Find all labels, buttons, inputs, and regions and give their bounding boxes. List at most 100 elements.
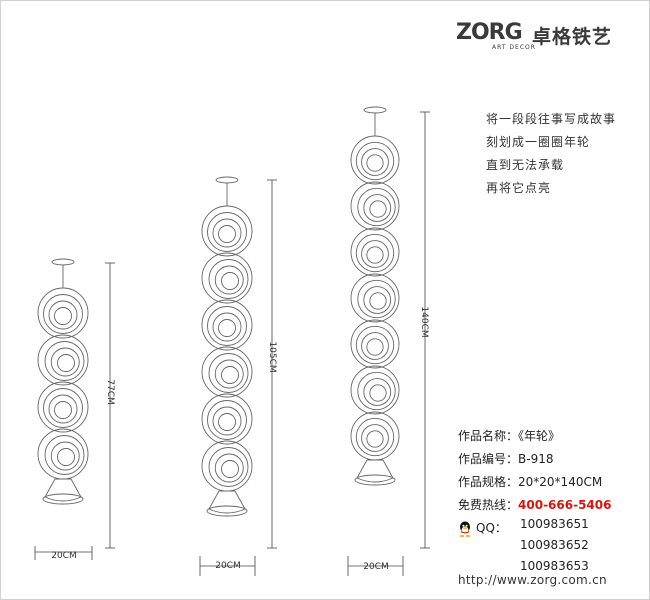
qq-number-suffix: 653 <box>565 559 589 573</box>
product-spec-label: 作品规格： <box>458 475 519 489</box>
large-stand-ring-inner <box>363 194 392 222</box>
qq-number-suffix: 651 <box>565 517 589 531</box>
website-link[interactable]: http://www.zorg.com.cn <box>458 573 607 587</box>
large-stand-ring-inner <box>363 378 392 406</box>
small-stand-ring-inner <box>48 300 78 330</box>
qq-label: QQ： <box>476 521 507 535</box>
medium-stand-ring-inner <box>212 312 242 342</box>
qq-number[interactable]: 100983651 <box>520 514 589 535</box>
medium-stand-ring-core <box>221 272 239 290</box>
qq-row: QQ： <box>458 517 611 540</box>
medium-stand-base-foot <box>206 505 248 517</box>
large-stand-ring-inner <box>355 141 395 181</box>
qq-number-prefix: 100983 <box>520 517 566 531</box>
large-stand-ring-core <box>366 430 384 448</box>
small-height-label: 77CM <box>105 379 115 405</box>
poem-line: 再将它点亮 <box>486 181 552 195</box>
large-stand-ring-inner <box>355 417 395 457</box>
medium-stand-ring-inner <box>207 400 247 440</box>
large-stand-ring-inner <box>355 325 395 365</box>
large-stand-ring <box>350 319 400 369</box>
medium-stand-ring-inner <box>208 259 249 299</box>
large-stand-ring-inner <box>361 240 389 268</box>
large-stand-ring-core <box>369 384 387 402</box>
small-stand-ring-inner <box>48 394 78 424</box>
medium-stand-ring-inner <box>207 212 247 252</box>
small-stand-ring-inner <box>44 341 85 381</box>
large-stand-ring <box>350 181 400 231</box>
logo-wordmark: ZORG <box>456 20 523 45</box>
qq-number[interactable]: 100983653 <box>520 556 589 577</box>
large-stand-ring <box>350 411 400 461</box>
product-name-row: 作品名称：《年轮》 <box>458 425 611 448</box>
large-stand-ring <box>350 273 400 323</box>
hotline-number[interactable]: 400-666-5406 <box>518 498 612 512</box>
large-stand-ring-inner <box>357 279 396 319</box>
dimension-lines <box>34 111 430 576</box>
logo-subtitle: ART DECOR <box>492 44 536 51</box>
medium-stand-ring-inner <box>208 353 249 393</box>
medium-stand-ring <box>201 393 253 445</box>
medium-stand-base <box>208 490 246 514</box>
product-code-value: B-918 <box>518 452 554 466</box>
small-stand-ring <box>37 381 89 433</box>
medium-stand-ring-inner <box>207 306 247 346</box>
small-stand-ring-core <box>54 307 72 325</box>
large-stand-base-foot <box>354 474 396 486</box>
product-spec-row: 作品规格：20*20*140CM <box>458 471 611 494</box>
medium-stand-ring <box>201 346 253 398</box>
medium-stand-ring-inner <box>212 218 242 248</box>
small-stand-base-foot <box>42 493 84 505</box>
large-stand-ring-inner <box>361 332 389 360</box>
logo-chinese-name: 卓格铁艺 <box>532 26 613 48</box>
large-stand-ring-inner <box>357 187 396 227</box>
product-info: 作品名称：《年轮》 作品编号：B-918 作品规格：20*20*140CM 免费… <box>458 425 611 540</box>
product-name-label: 作品名称： <box>458 429 519 443</box>
hotline-row: 免费热线：400-666-5406 <box>458 494 611 517</box>
small-stand-ring-inner <box>43 388 83 428</box>
large-stand-ring-inner <box>357 371 396 411</box>
large-width-label: 20CM <box>363 562 389 572</box>
medium-stand-ring-inner <box>212 406 242 436</box>
large-stand-ring-inner <box>363 286 392 314</box>
medium-stand-ring-core <box>218 225 236 243</box>
small-width-label: 20CM <box>51 551 77 561</box>
qq-number[interactable]: 100983652 <box>520 535 589 556</box>
large-stand-candle-cup <box>363 106 387 114</box>
large-stand-ring-core <box>366 246 384 264</box>
medium-stand-ring-core <box>221 460 239 478</box>
large-stand-ring <box>350 365 400 415</box>
medium-stand-ring <box>201 252 253 304</box>
small-stand-base <box>44 478 82 502</box>
small-stand-ring <box>37 428 89 480</box>
poem-line: 将一段段往事写成故事 <box>486 112 617 126</box>
qq-number-prefix: 100983 <box>520 559 566 573</box>
large-stand-ring-core <box>369 292 387 310</box>
medium-stand-ring-core <box>218 319 236 337</box>
poem-line: 直到无法承载 <box>486 158 565 172</box>
product-spec-value: 20*20*140CM <box>518 475 603 489</box>
large-stand-base <box>356 459 394 483</box>
small-stand-ring-inner <box>50 347 80 377</box>
poem-block: 将一段段往事写成故事 刻划成一圈圈年轮 直到无法承载 再将它点亮 <box>486 108 616 200</box>
small-stand-ring-inner <box>44 435 85 475</box>
large-height-label: 140CM <box>419 306 429 337</box>
medium-stand-ring-inner <box>214 359 244 389</box>
qq-number-list: 100983651 100983652 100983653 <box>520 514 589 577</box>
medium-stand-ring-core <box>218 413 236 431</box>
large-stand-ring-inner <box>361 424 389 452</box>
medium-stand-ring-inner <box>214 265 244 295</box>
product-name-value: 《年轮》 <box>518 429 561 443</box>
hotline-label: 免费热线： <box>458 498 519 512</box>
large-stand-ring-core <box>369 200 387 218</box>
small-stand-candle-cup <box>51 258 75 266</box>
small-stand-ring-core <box>57 448 75 466</box>
small-stand-ring <box>37 287 89 339</box>
large-stand-ring <box>350 227 400 277</box>
large-stand-ring-core <box>366 154 384 172</box>
medium-height-label: 105CM <box>267 341 277 372</box>
medium-stand-ring <box>201 299 253 351</box>
medium-stand-ring-inner <box>208 447 249 487</box>
candle-stands <box>37 106 400 517</box>
